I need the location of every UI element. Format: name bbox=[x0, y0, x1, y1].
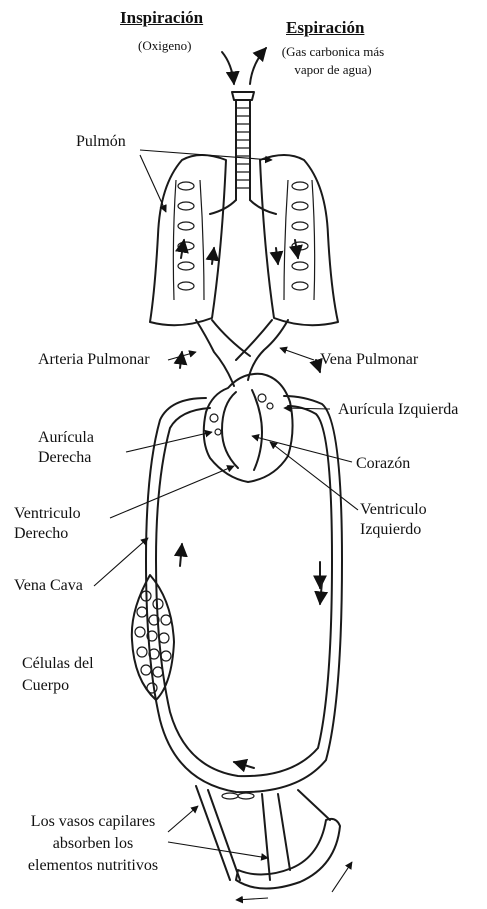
label-gas-line2: vapor de agua) bbox=[278, 62, 388, 78]
label-espiracion: Espiración bbox=[286, 18, 364, 37]
left-lung bbox=[150, 155, 226, 325]
label-corazon: Corazón bbox=[356, 454, 410, 473]
label-auricula-derecha-1: Aurícula bbox=[38, 428, 94, 447]
inhale-arrow bbox=[222, 52, 234, 84]
label-oxigeno: (Oxigeno) bbox=[138, 38, 191, 54]
trachea bbox=[210, 92, 276, 214]
label-ventriculo-derecho-1: Ventriculo bbox=[14, 504, 81, 523]
label-ventriculo-izquierdo-2: Izquierdo bbox=[360, 520, 421, 539]
label-ventriculo-derecho-2: Derecho bbox=[14, 524, 68, 543]
flow-arrows bbox=[180, 240, 322, 768]
label-auricula-derecha-2: Derecha bbox=[38, 448, 91, 467]
label-ventriculo-izquierdo-1: Ventriculo bbox=[360, 500, 427, 519]
heart bbox=[204, 374, 293, 482]
label-arteria-pulmonar: Arteria Pulmonar bbox=[38, 350, 150, 369]
label-gas-line1: (Gas carbonica más bbox=[268, 44, 398, 60]
label-capilares-3: elementos nutritivos bbox=[14, 856, 172, 875]
right-lung bbox=[260, 155, 338, 325]
label-auricula-izquierda: Aurícula Izquierda bbox=[338, 400, 458, 419]
label-celulas-2: Cuerpo bbox=[22, 676, 69, 695]
label-capilares-2: absorben los bbox=[14, 834, 172, 853]
label-inspiracion: Inspiración bbox=[120, 8, 203, 27]
label-vena-cava: Vena Cava bbox=[14, 576, 83, 595]
label-capilares-1: Los vasos capilares bbox=[14, 812, 172, 831]
label-celulas-1: Células del bbox=[22, 654, 94, 673]
label-pointers bbox=[94, 150, 358, 900]
label-pulmon: Pulmón bbox=[76, 132, 126, 151]
systemic-circulation bbox=[146, 396, 342, 792]
exhale-arrow bbox=[250, 48, 266, 84]
label-vena-pulmonar: Vena Pulmonar bbox=[320, 350, 418, 369]
intestine-capillaries bbox=[196, 786, 340, 889]
